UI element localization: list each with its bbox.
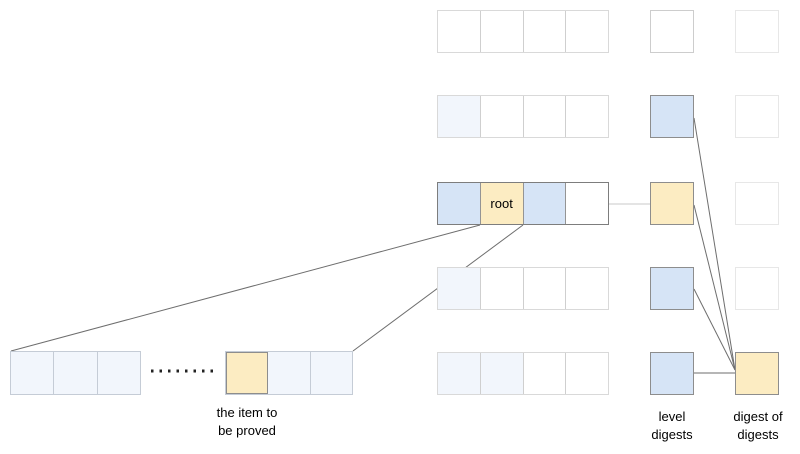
level-digest-cell-2 <box>650 95 694 138</box>
item-label-line2: be proved <box>218 423 276 438</box>
level3-to-digest-line <box>693 204 736 371</box>
grid-cell <box>523 183 567 224</box>
digest-of-digests-label-line1: digest of <box>733 409 783 424</box>
level-digest-cell-5 <box>650 352 694 395</box>
grid-cell <box>566 353 608 394</box>
grid-row-4 <box>437 267 609 310</box>
grid-cell <box>566 96 608 137</box>
grid-cell <box>523 96 567 137</box>
digest-of-digests-label-line2: digests <box>737 427 779 442</box>
grid-cell <box>438 183 481 224</box>
grid-cell <box>523 353 567 394</box>
item-row-right-group <box>225 351 353 395</box>
item-row-cell <box>54 352 98 394</box>
level-digest-cell-1 <box>650 10 694 53</box>
grid-cell <box>566 11 608 52</box>
item-cell <box>226 352 269 394</box>
digest-cell-4 <box>735 267 779 310</box>
digest-of-digests-label: digest of digests <box>712 408 800 444</box>
level-digests-label-line1: level <box>658 409 686 424</box>
level-digests-label-line2: digests <box>651 427 693 442</box>
item-row-left-group <box>10 351 141 395</box>
root-label: root <box>490 196 513 211</box>
grid-cell <box>480 268 524 309</box>
level-digest-cell-4 <box>650 267 694 310</box>
grid-cell <box>438 11 481 52</box>
grid-cell <box>566 268 608 309</box>
digest-cell-2 <box>735 95 779 138</box>
level4-to-digest-line <box>693 288 736 371</box>
item-label-line1: the item to <box>216 405 278 420</box>
grid-cell <box>438 268 481 309</box>
grid-cell <box>438 96 481 137</box>
digest-of-digests-cell <box>735 352 779 395</box>
root-cell: root <box>480 183 524 224</box>
grid-cell <box>480 11 524 52</box>
level-digests-label: level digests <box>631 408 713 444</box>
item-row-cell <box>11 352 55 394</box>
root-to-item-left-line <box>10 224 481 352</box>
item-row-cell <box>268 352 311 394</box>
item-row-cell <box>310 352 352 394</box>
grid-cell <box>438 353 481 394</box>
level-digest-cell-3 <box>650 182 694 225</box>
item-label: the item to be proved <box>187 404 307 440</box>
grid-cell <box>480 96 524 137</box>
level2-to-digest-line <box>693 117 736 371</box>
grid-cell <box>566 183 608 224</box>
digest-cell-1 <box>735 10 779 53</box>
grid-cell <box>480 353 524 394</box>
root-row: root <box>437 182 609 225</box>
grid-cell <box>523 268 567 309</box>
grid-row-1 <box>437 10 609 53</box>
digest-cell-3 <box>735 182 779 225</box>
grid-row-2 <box>437 95 609 138</box>
item-row-cell <box>97 352 140 394</box>
grid-cell <box>523 11 567 52</box>
grid-row-5 <box>437 352 609 395</box>
